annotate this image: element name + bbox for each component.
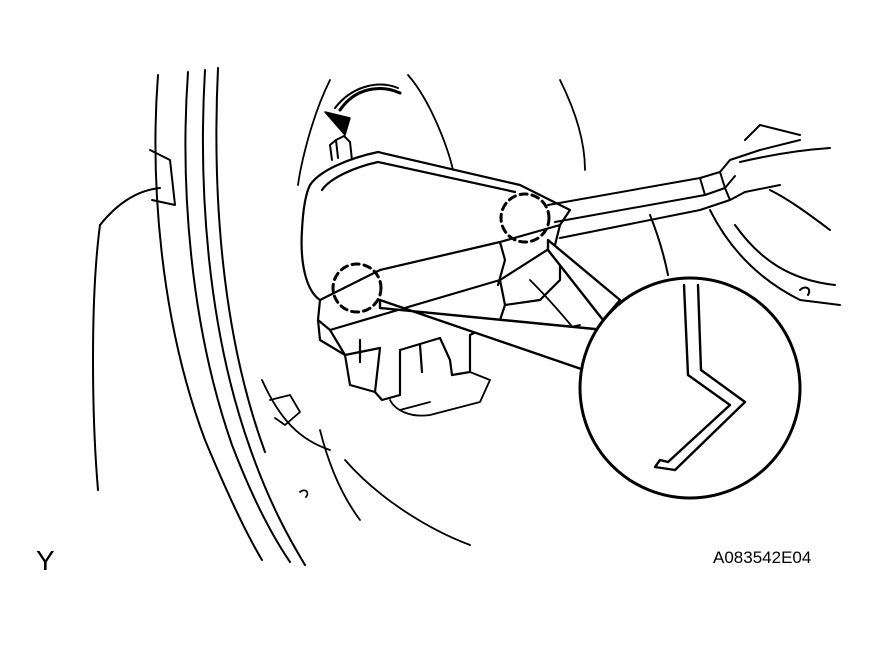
side-rail bbox=[547, 124, 841, 306]
detail-circle-left bbox=[331, 262, 383, 314]
clip-tab bbox=[329, 135, 353, 161]
magnified-detail bbox=[578, 276, 802, 500]
quarter-pillar-trim bbox=[92, 67, 306, 566]
callout-leader-left bbox=[378, 298, 607, 374]
rotate-arrow-icon bbox=[324, 83, 402, 136]
figure-code: A083542E04 bbox=[713, 548, 812, 567]
inner-panel-lines bbox=[261, 74, 586, 546]
trim-cover bbox=[300, 150, 572, 402]
view-label: Y bbox=[36, 545, 55, 576]
detail-circle-right bbox=[499, 192, 551, 244]
magnified-clip-shape bbox=[653, 283, 747, 472]
callout-leader-right bbox=[546, 238, 622, 322]
